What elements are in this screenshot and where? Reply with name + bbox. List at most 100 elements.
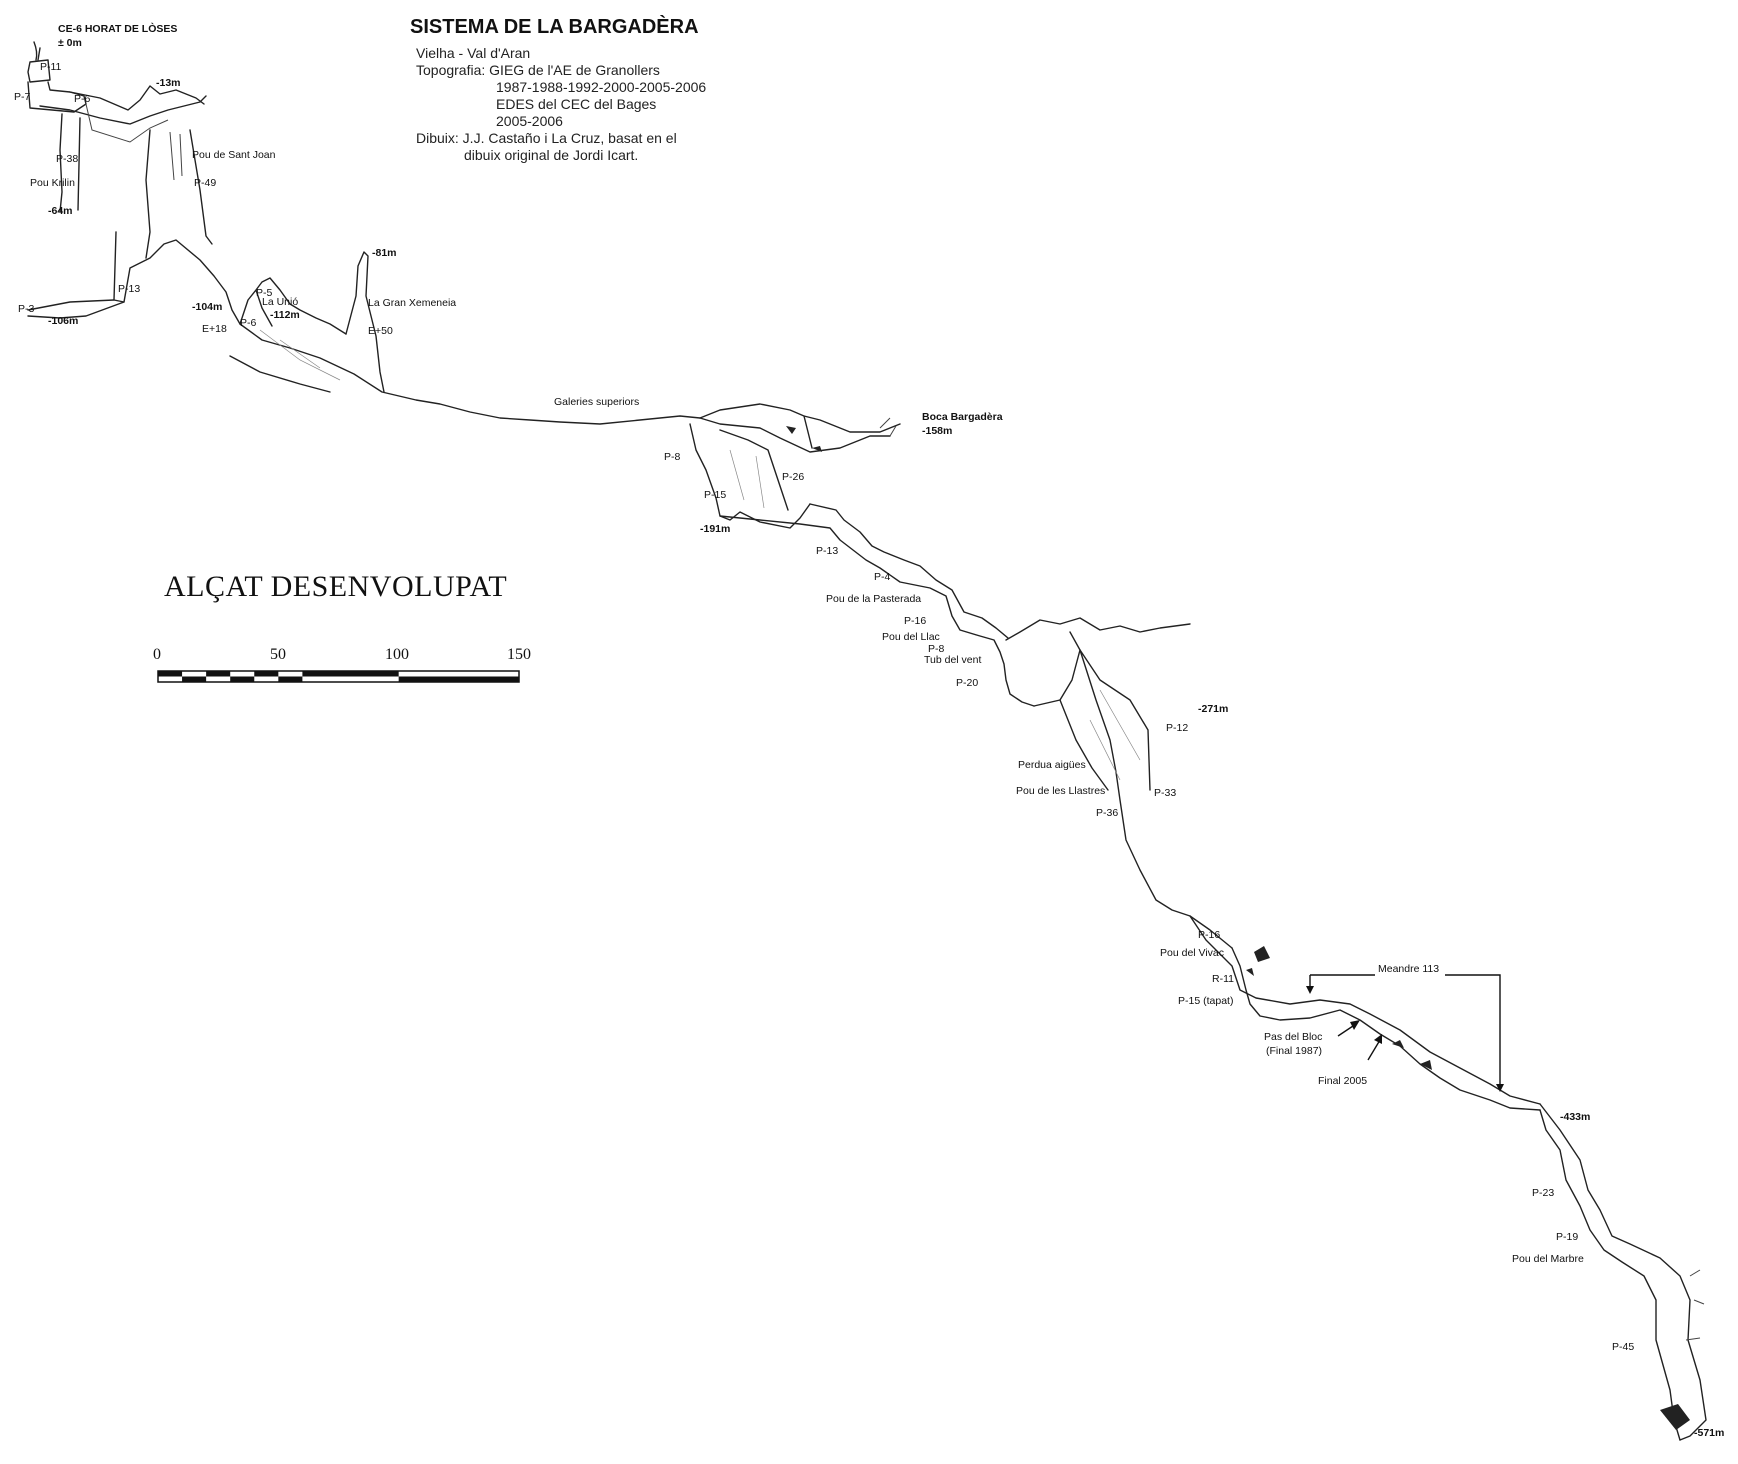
credit-line: 2005-2006 (496, 113, 563, 129)
label-shaft: E+18 (202, 323, 227, 335)
label-place: Pas del Bloc (1264, 1031, 1322, 1043)
rock-block (786, 426, 822, 452)
label-depth: -158m (922, 425, 952, 437)
label-shaft: E+50 (368, 325, 393, 337)
passage-middle (719, 515, 1035, 707)
shaft-detail (729, 449, 765, 509)
label-shaft: P-45 (1612, 1341, 1634, 1353)
credit-line: 1987-1988-1992-2000-2005-2006 (496, 79, 706, 95)
label-shaft: P-5 (256, 287, 273, 299)
label-depth: -571m (1694, 1427, 1724, 1439)
label-place: Pou de les Llastres (1016, 785, 1105, 797)
scale-bar-segment (158, 671, 183, 677)
label-shaft: P-8 (664, 451, 681, 463)
passage-13m (39, 95, 207, 125)
credit-line: EDES del CEC del Bages (496, 96, 656, 112)
label-shaft: R-11 (1212, 973, 1234, 985)
shaft-gran-xemeneia (345, 251, 385, 393)
projection-title: ALÇAT DESENVOLUPAT (164, 570, 507, 603)
label-place: Perdua aigües (1018, 759, 1086, 771)
credit-line: Dibuix: J.J. Castaño i La Cruz, basat en… (416, 130, 677, 146)
shaft-p15-p26 (689, 423, 811, 529)
label-place: Meandre 113 (1378, 963, 1439, 975)
label-depth: -106m (48, 315, 78, 327)
scale-bar-segment (206, 671, 231, 677)
meandre-bracket-arrow-icon (1306, 974, 1504, 1092)
label-place: Pou de Sant Joan (192, 149, 276, 161)
label-shaft: P-6 (74, 93, 91, 105)
label-shaft: P-13 (118, 283, 140, 295)
label-entrance-name: CE-6 HORAT DE LÒSES (58, 22, 177, 35)
label-place: Pou de la Pasterada (826, 593, 921, 605)
passage-p11 (27, 59, 51, 83)
shaft-p38 (59, 113, 81, 213)
label-place: Pou Krilin (30, 177, 75, 189)
label-shaft: P-38 (56, 153, 78, 165)
label-shaft: P-16 (1198, 929, 1220, 941)
scale-bar-segment (230, 676, 255, 682)
label-shaft: P-15 (704, 489, 726, 501)
label-place: Pou del Llac (882, 631, 940, 643)
label-shaft: P-26 (782, 471, 804, 483)
label-shaft: P-13 (816, 545, 838, 557)
label-shaft: P-23 (1532, 1187, 1554, 1199)
rock-block (1660, 1404, 1690, 1430)
label-place: Galeries superiors (554, 396, 639, 408)
scale-tick-label: 100 (385, 646, 409, 663)
passage-boca (699, 403, 901, 449)
shaft-p23-p45 (1539, 1109, 1681, 1441)
label-shaft: P-36 (1096, 807, 1118, 819)
scale-bar-segment (182, 676, 207, 682)
scale-bar-segments (158, 671, 519, 682)
label-entrance: Boca Bargadèra (922, 411, 1003, 423)
label-depth: -64m (48, 205, 73, 217)
label-place: Tub del vent (924, 654, 981, 666)
label-shaft: P-3 (18, 303, 35, 315)
label-shaft: P-4 (874, 571, 891, 583)
label-place: (Final 1987) (1266, 1045, 1322, 1057)
label-depth: -81m (372, 247, 397, 259)
shaft-detail (169, 131, 183, 181)
passage-271m (1005, 617, 1191, 707)
passage-main-upper (113, 231, 891, 453)
passage-la-unio (239, 277, 347, 335)
label-place: Final 2005 (1318, 1075, 1367, 1087)
passage-13m-top (69, 85, 205, 111)
passage-branch (85, 103, 169, 143)
label-depth: -112m (270, 309, 300, 321)
credit-line: Topografia: GIEG de l'AE de Granollers (416, 62, 660, 78)
label-shaft: P-15 (tapat) (1178, 995, 1233, 1007)
shaft-detail (1089, 689, 1141, 781)
label-depth: -191m (700, 523, 730, 535)
survey-labels: CE-6 HORAT DE LÒSES ± 0m P-11 P-7 P-6 -1… (14, 22, 1724, 1439)
label-shaft: P-8 (928, 643, 945, 655)
passage-p3 (27, 299, 125, 319)
label-shaft: P-19 (1556, 1231, 1578, 1243)
credit-line: Vielha - Val d'Aran (416, 45, 530, 61)
label-shaft: P-16 (904, 615, 926, 627)
shaft-p33-p36 (1059, 649, 1233, 949)
entrance-boca-arrow-icon (879, 417, 897, 437)
label-depth: -104m (192, 301, 222, 313)
passage-meandre-113-2 (1189, 915, 1541, 1105)
survey-credits: Vielha - Val d'Aran Topografia: GIEG de … (416, 45, 706, 163)
label-place: La Unió (262, 296, 298, 308)
scale-bar-segment (398, 676, 519, 682)
passage-detail (1685, 1269, 1705, 1341)
label-depth: ± 0m (58, 37, 82, 49)
scale-tick-label: 0 (153, 646, 161, 663)
label-shaft: P-49 (194, 177, 216, 189)
label-shaft: P-7 (14, 91, 31, 103)
label-depth: -13m (156, 77, 181, 89)
survey-title: SISTEMA DE LA BARGADÈRA (410, 15, 699, 38)
entrance-arrow-icon (33, 41, 41, 61)
shaft-p23-p45-2 (1539, 1103, 1707, 1441)
passage-detail (259, 329, 341, 381)
label-shaft: P-6 (240, 317, 257, 329)
scale-tick-label: 150 (507, 646, 531, 663)
label-depth: -271m (1198, 703, 1228, 715)
cave-passages (27, 41, 1707, 1441)
label-place: Pou del Vivac (1160, 947, 1224, 959)
scale-bar-segment (278, 676, 303, 682)
